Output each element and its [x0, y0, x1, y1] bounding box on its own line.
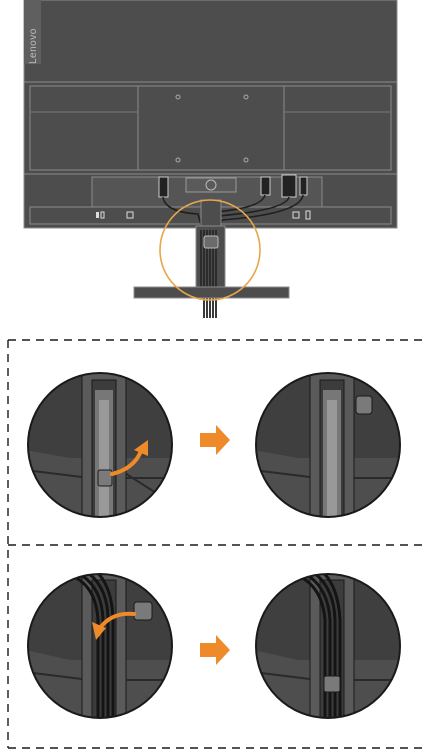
- monitor-back-panel: [23, 0, 398, 83]
- monitor-middle-panel: [23, 81, 398, 175]
- lenovo-logo: Lenovo: [28, 28, 39, 64]
- cable-clip: [323, 675, 341, 693]
- right-arrow-icon: [200, 425, 230, 455]
- power-connector-icon: [158, 176, 169, 198]
- vesa-screw-hole: [175, 157, 181, 163]
- port-icon: [96, 212, 99, 218]
- vesa-screw-hole: [175, 94, 181, 100]
- audio-connector-icon: [299, 176, 308, 196]
- curved-arrow-icon: [98, 611, 136, 630]
- port-icon: [305, 210, 311, 220]
- monitor-back-illustration: Lenovo: [23, 0, 398, 318]
- port-icon: [292, 211, 300, 219]
- stand-base: [133, 286, 290, 299]
- vesa-screw-hole: [243, 157, 249, 163]
- vga-connector-icon: [281, 174, 297, 198]
- step-2-before: [27, 573, 173, 719]
- right-arrow-icon: [200, 635, 230, 665]
- step-1-before: [27, 372, 173, 518]
- cable-clip: [355, 395, 373, 415]
- port-icon: [126, 211, 134, 219]
- cable-clip: [203, 235, 219, 249]
- cable-clip: [97, 469, 113, 487]
- highlight-circle: [159, 199, 261, 301]
- port-icon: [100, 211, 105, 219]
- hdmi-connector-icon: [260, 176, 271, 196]
- instruction-frame: [7, 339, 422, 749]
- step-1-after: [255, 372, 401, 518]
- step-2-after: [255, 573, 401, 719]
- cable-clip: [133, 601, 153, 621]
- vesa-screw-hole: [243, 94, 249, 100]
